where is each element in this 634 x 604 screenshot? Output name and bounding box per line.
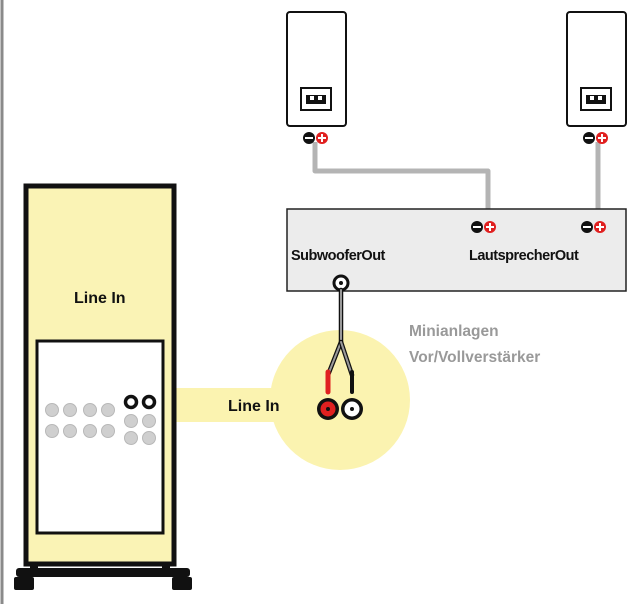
amp-left-terminals xyxy=(471,221,496,233)
speaker-terminal-block-icon xyxy=(580,87,612,111)
connection-line-in-label: Line In xyxy=(228,398,280,415)
speaker-terminal-block-icon xyxy=(300,87,332,111)
amplifier: SubwooferOut LautsprecherOut xyxy=(286,208,627,292)
left-speaker-cable xyxy=(312,142,491,226)
subwoofer-panel-jacks xyxy=(45,403,156,445)
left-speaker xyxy=(286,11,347,144)
amp-sub-out-label: SubwooferOut xyxy=(291,248,386,264)
rca-plug-red xyxy=(317,398,339,420)
amp-sub-out-jack xyxy=(332,274,350,292)
subwoofer-panel xyxy=(35,339,165,535)
subwoofer-line-in-label: Line In xyxy=(74,290,126,307)
amp-caption-line2: Vor/Vollverstärker xyxy=(409,349,540,366)
y-cable xyxy=(325,287,355,395)
right-speaker xyxy=(566,11,627,144)
subwoofer-line-in-jacks xyxy=(123,394,157,410)
amp-right-terminals xyxy=(581,221,606,233)
amp-speaker-out-label: LautsprecherOut xyxy=(469,248,579,264)
amp-caption-line1: Minianlagen xyxy=(409,323,499,340)
connection-highlight xyxy=(172,330,410,470)
subwoofer-feet xyxy=(14,564,192,590)
rca-plug-white xyxy=(341,398,363,420)
subwoofer: Line In xyxy=(14,183,192,590)
